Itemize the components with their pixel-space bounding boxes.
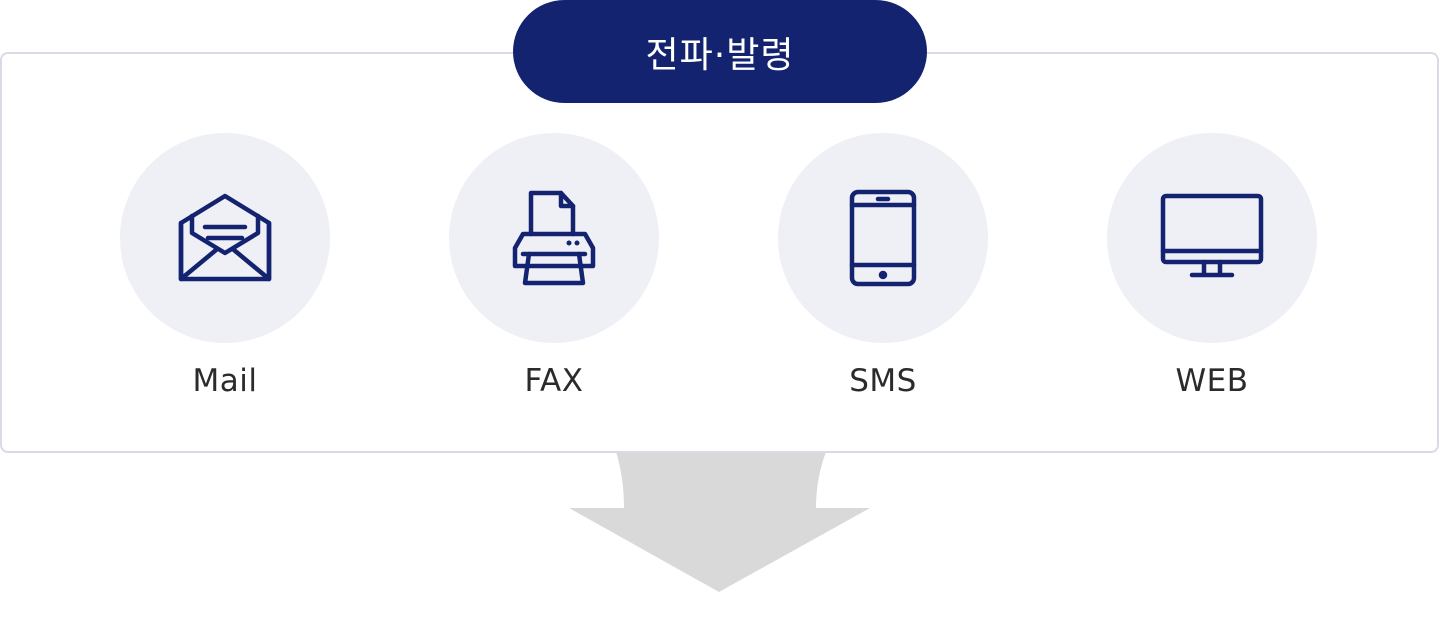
- channel-label-sms: SMS: [849, 363, 917, 399]
- channel-fax: FAX: [449, 133, 659, 399]
- monitor-icon: [1160, 193, 1264, 278]
- fax-icon: [512, 190, 596, 286]
- mail-icon-circle: [120, 133, 330, 343]
- mobile-icon: [849, 189, 917, 287]
- channel-mail: Mail: [120, 133, 330, 399]
- channel-label-mail: Mail: [192, 363, 258, 399]
- channel-sms: SMS: [778, 133, 988, 399]
- channel-label-web: WEB: [1175, 363, 1249, 399]
- channel-web: WEB: [1107, 133, 1317, 399]
- mobile-icon-circle: [778, 133, 988, 343]
- fax-icon-circle: [449, 133, 659, 343]
- mail-icon: [178, 193, 272, 282]
- page-title: 전파·발령: [513, 0, 927, 103]
- channel-label-fax: FAX: [524, 363, 584, 399]
- monitor-icon-circle: [1107, 133, 1317, 343]
